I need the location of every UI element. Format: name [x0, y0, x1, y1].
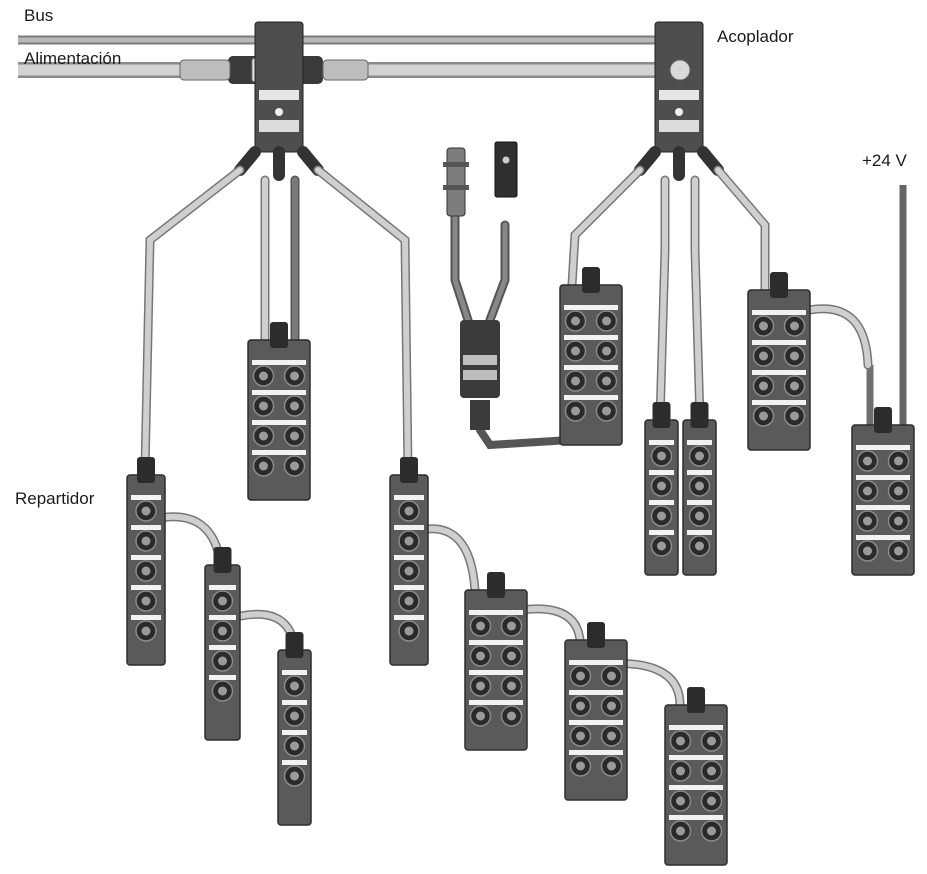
coupler-module-right	[640, 22, 718, 175]
module-right-supplied	[852, 407, 914, 575]
module-distributor-2	[205, 547, 240, 740]
coupler-label: Acoplador	[717, 28, 794, 45]
distributor-label: Repartidor	[15, 490, 94, 507]
module-distributor-3	[278, 632, 311, 825]
module-center-left	[248, 322, 310, 500]
module-right-a	[645, 402, 678, 575]
module-right-b	[683, 402, 716, 575]
coupler-module-left	[240, 22, 318, 175]
module-center-right	[390, 457, 428, 665]
voltage-label: +24 V	[862, 152, 907, 169]
module-chain-1	[465, 572, 527, 750]
inductive-sensor	[447, 148, 465, 216]
photoelectric-sensor	[495, 142, 517, 197]
module-right-c	[748, 272, 810, 450]
module-chain-2	[565, 622, 627, 800]
bus-label: Bus	[24, 7, 53, 24]
io-modules	[127, 267, 914, 865]
module-chain-3	[665, 687, 727, 865]
module-right-sensor	[560, 267, 622, 445]
module-distributor-1	[127, 457, 165, 665]
power-label: Alimentación	[24, 50, 121, 67]
